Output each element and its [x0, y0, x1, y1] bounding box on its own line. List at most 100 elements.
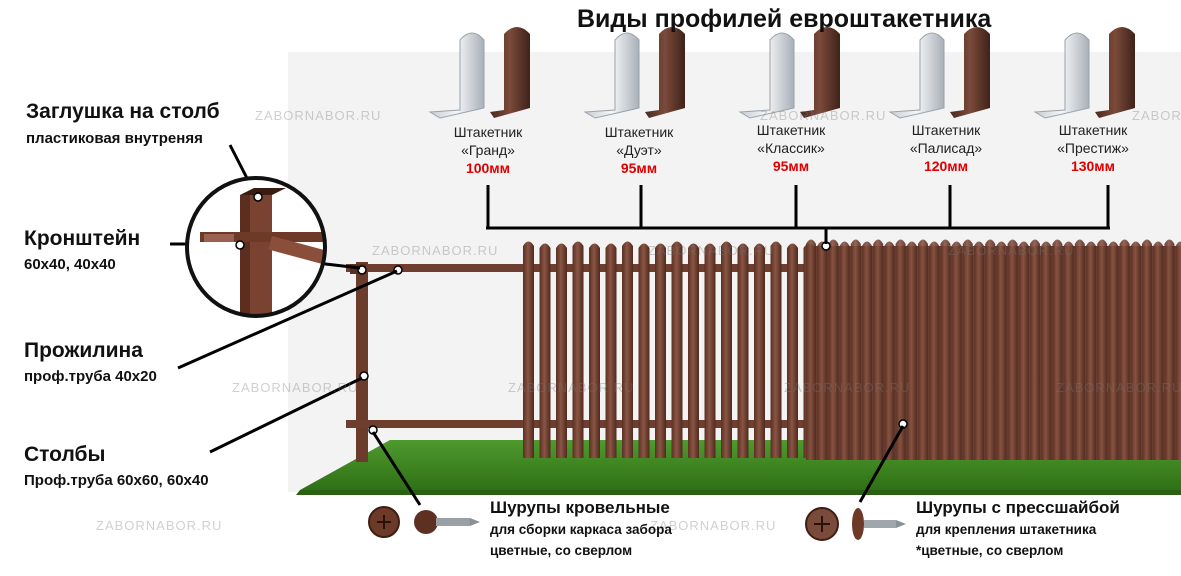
picket: [828, 239, 839, 460]
profile-width: 130мм: [1070, 158, 1116, 174]
picket: [929, 241, 940, 460]
picket-group: [523, 241, 815, 458]
watermark: ZABORNABOR.RU: [232, 380, 359, 395]
picket: [638, 243, 650, 458]
profile-model: «Гранд»: [461, 142, 515, 158]
picket: [721, 241, 732, 458]
watermark: ZABORNABOR.RU: [372, 243, 499, 258]
profile-connector-lines: [486, 185, 1110, 244]
profile-width: 120мм: [923, 158, 969, 174]
watermark: ZABORNABOR.RU: [96, 518, 223, 533]
watermark: ZABORNABOR.RU: [650, 518, 777, 533]
watermark: ZABORNABOR.RU: [784, 380, 911, 395]
picket: [1052, 239, 1063, 460]
picket: [974, 241, 984, 460]
rail-title: Прожилина: [24, 339, 143, 362]
picket: [806, 239, 816, 460]
press-screw-icons: [805, 507, 906, 541]
picket: [951, 241, 962, 460]
press-screw-line2: *цветные, со сверлом: [916, 543, 1064, 558]
picket: [1108, 241, 1119, 460]
profile-model: «Престиж»: [1057, 140, 1129, 156]
roof-screw-line2: цветные, со сверлом: [490, 543, 633, 558]
picket: [523, 241, 534, 458]
picket: [655, 243, 666, 458]
picket: [589, 243, 600, 458]
posts-subtitle: Проф.труба 60х60, 60х40: [24, 472, 209, 489]
zoom-circle-bracket: [185, 176, 327, 318]
profile-name: Штакетник: [453, 124, 523, 140]
watermark: ZABORNABOR.RU: [255, 108, 382, 123]
picket: [605, 243, 617, 458]
posts-title: Столбы: [24, 443, 106, 466]
profile-icons: [428, 27, 1135, 119]
picket: [556, 243, 567, 458]
profile-sample-icon: [428, 27, 530, 119]
cap-title: Заглушка на столб: [26, 100, 220, 123]
picket: [940, 239, 951, 460]
picket: [839, 241, 850, 460]
picket: [572, 241, 584, 458]
picket: [985, 239, 996, 460]
roof-screw-icons: [368, 506, 480, 538]
profile-label: Штакетник «Палисад» 120мм: [891, 121, 1001, 175]
profile-model: «Палисад»: [909, 140, 983, 156]
picket: [873, 239, 884, 460]
profile-sample-icon: [1033, 27, 1135, 119]
picket: [787, 243, 798, 458]
profile-name: Штакетник: [911, 122, 981, 138]
picket: [1097, 239, 1108, 460]
picket: [1007, 239, 1018, 460]
press-screw-line1: для крепления штакетника: [916, 522, 1097, 537]
picket: [539, 243, 551, 458]
picket: [622, 241, 633, 458]
pointer-lines: [170, 144, 905, 506]
picket: [1175, 241, 1181, 460]
profile-name: Штакетник: [1058, 122, 1128, 138]
roof-screw-title: Шурупы кровельные: [490, 498, 670, 517]
watermark: ZABORNABOR.RU: [648, 243, 775, 258]
picket: [884, 241, 895, 460]
rail-subtitle: проф.труба 40х20: [24, 368, 157, 385]
profile-label: Штакетник «Гранд» 100мм: [433, 123, 543, 177]
watermark: ZABORNABOR.RU: [760, 108, 887, 123]
picket: [1030, 239, 1040, 460]
picket: [688, 243, 699, 458]
picket: [1164, 239, 1175, 460]
profile-label: Штакетник «Престиж» 130мм: [1038, 121, 1148, 175]
profile-width: 95мм: [772, 158, 810, 174]
profile-sample-icon: [888, 27, 990, 119]
watermark: ZABORNABOR.RU: [1132, 108, 1181, 123]
picket: [918, 239, 928, 460]
picket: [1153, 241, 1164, 460]
picket: [1018, 241, 1029, 460]
picket: [996, 241, 1007, 460]
picket: [862, 241, 872, 460]
picket: [817, 241, 828, 460]
profile-label: Штакетник«Дуэт»95мм: [584, 123, 694, 177]
press-screw-title: Шурупы с прессшайбой: [916, 498, 1120, 517]
bracket-title: Кронштейн: [24, 227, 141, 250]
picket: [704, 243, 716, 458]
profile-model: «Дуэт»: [616, 142, 662, 158]
profile-name: Штакетник: [756, 122, 826, 138]
profile-sample-icon: [738, 27, 840, 119]
picket: [1119, 239, 1130, 460]
picket: [850, 239, 861, 460]
picket: [962, 239, 973, 460]
profile-width: 100мм: [465, 160, 511, 176]
dense-picket-section: [806, 239, 1181, 460]
picket: [770, 241, 782, 458]
picket: [671, 241, 683, 458]
picket: [1086, 241, 1096, 460]
picket: [1041, 241, 1052, 460]
watermark: ZABORNABOR.RU: [508, 380, 635, 395]
profile-model: «Классик»: [757, 140, 825, 156]
profile-sample-icon: [583, 27, 685, 119]
profile-name: Штакетник: [604, 124, 674, 140]
picket: [906, 241, 917, 460]
watermark: ZABORNABOR.RU: [948, 243, 1075, 258]
picket: [1130, 241, 1141, 460]
